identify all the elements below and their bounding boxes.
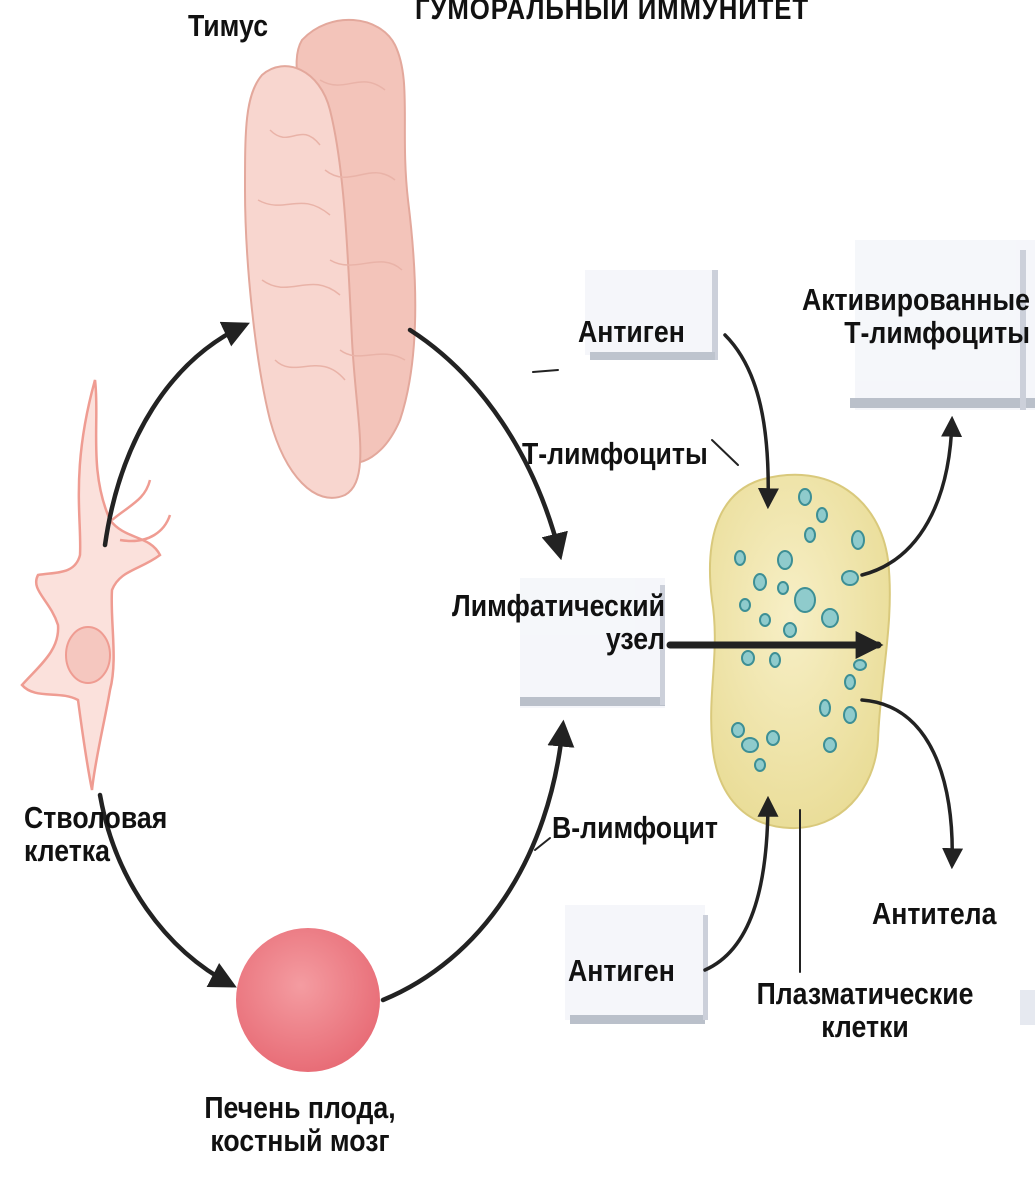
label-stem-cell: Стволовая клетка [24,802,167,867]
label-b-lymphocyte: В-лимфоцит [552,812,718,845]
label-lymph-node: Лимфатический узел [429,590,666,655]
label-fetal-liver: Печень плода, костный мозг [188,1092,412,1157]
label-antigen-bottom: Антиген [568,955,675,988]
stem-cell-illustration [22,380,170,790]
thymus-illustration [245,20,415,498]
pointer-t-lymph-left [533,370,558,372]
label-thymus: Тимус [188,10,268,43]
label-antibodies: Антитела [872,898,996,931]
label-antigen-top: Антиген [578,316,685,349]
diagram-title: ГУМОРАЛЬНЫЙ ИММУНИТЕТ [406,0,819,26]
lymph-node-illustration [710,475,890,828]
fetal-liver-illustration [236,928,380,1072]
arrow-liver-to-node [383,725,563,1000]
label-t-lymphocytes: Т-лимфоциты [522,438,708,471]
label-activated-t: Активированные Т-лимфоциты [789,284,1030,349]
arrow-stem-to-thymus [105,325,245,545]
label-plasma-cells: Плазматические клетки [753,978,977,1043]
pointer-t-lymph [712,440,738,465]
